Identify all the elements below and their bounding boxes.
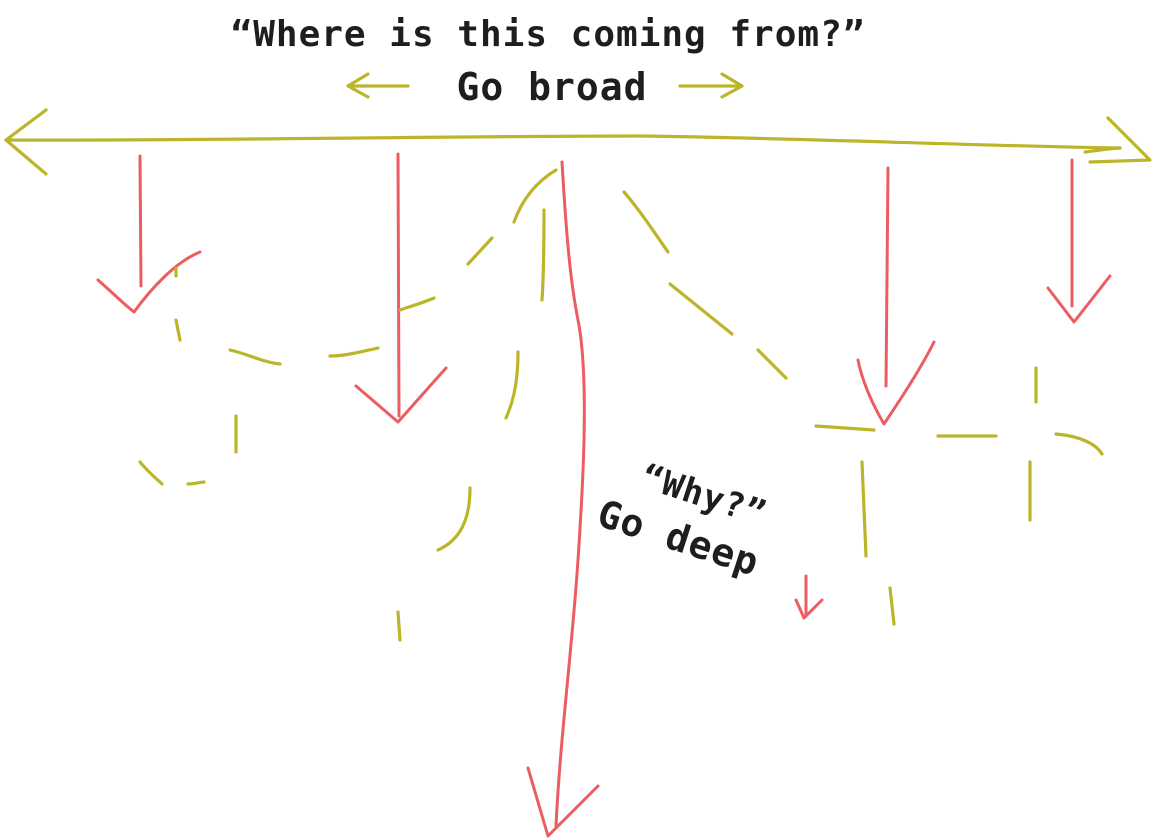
deep-arrow-3 <box>856 166 936 426</box>
deep-arrow-1 <box>96 154 202 314</box>
broad-axis-arrow <box>4 108 1152 176</box>
deep-arrow-2 <box>354 152 448 424</box>
dashed-paths <box>138 168 1104 642</box>
deep-arrow-4 <box>1046 158 1112 324</box>
go-broad-label: Go broad <box>456 65 647 109</box>
deep-main-arrow <box>526 160 600 838</box>
broad-question-label: “Where is this coming from?” <box>231 14 866 55</box>
deep-label-group: “Why?” Go deep <box>592 457 771 585</box>
go-deep-small-arrow <box>794 574 824 620</box>
go-broad-left-arrow <box>346 72 410 99</box>
go-broad-right-arrow <box>678 72 744 99</box>
